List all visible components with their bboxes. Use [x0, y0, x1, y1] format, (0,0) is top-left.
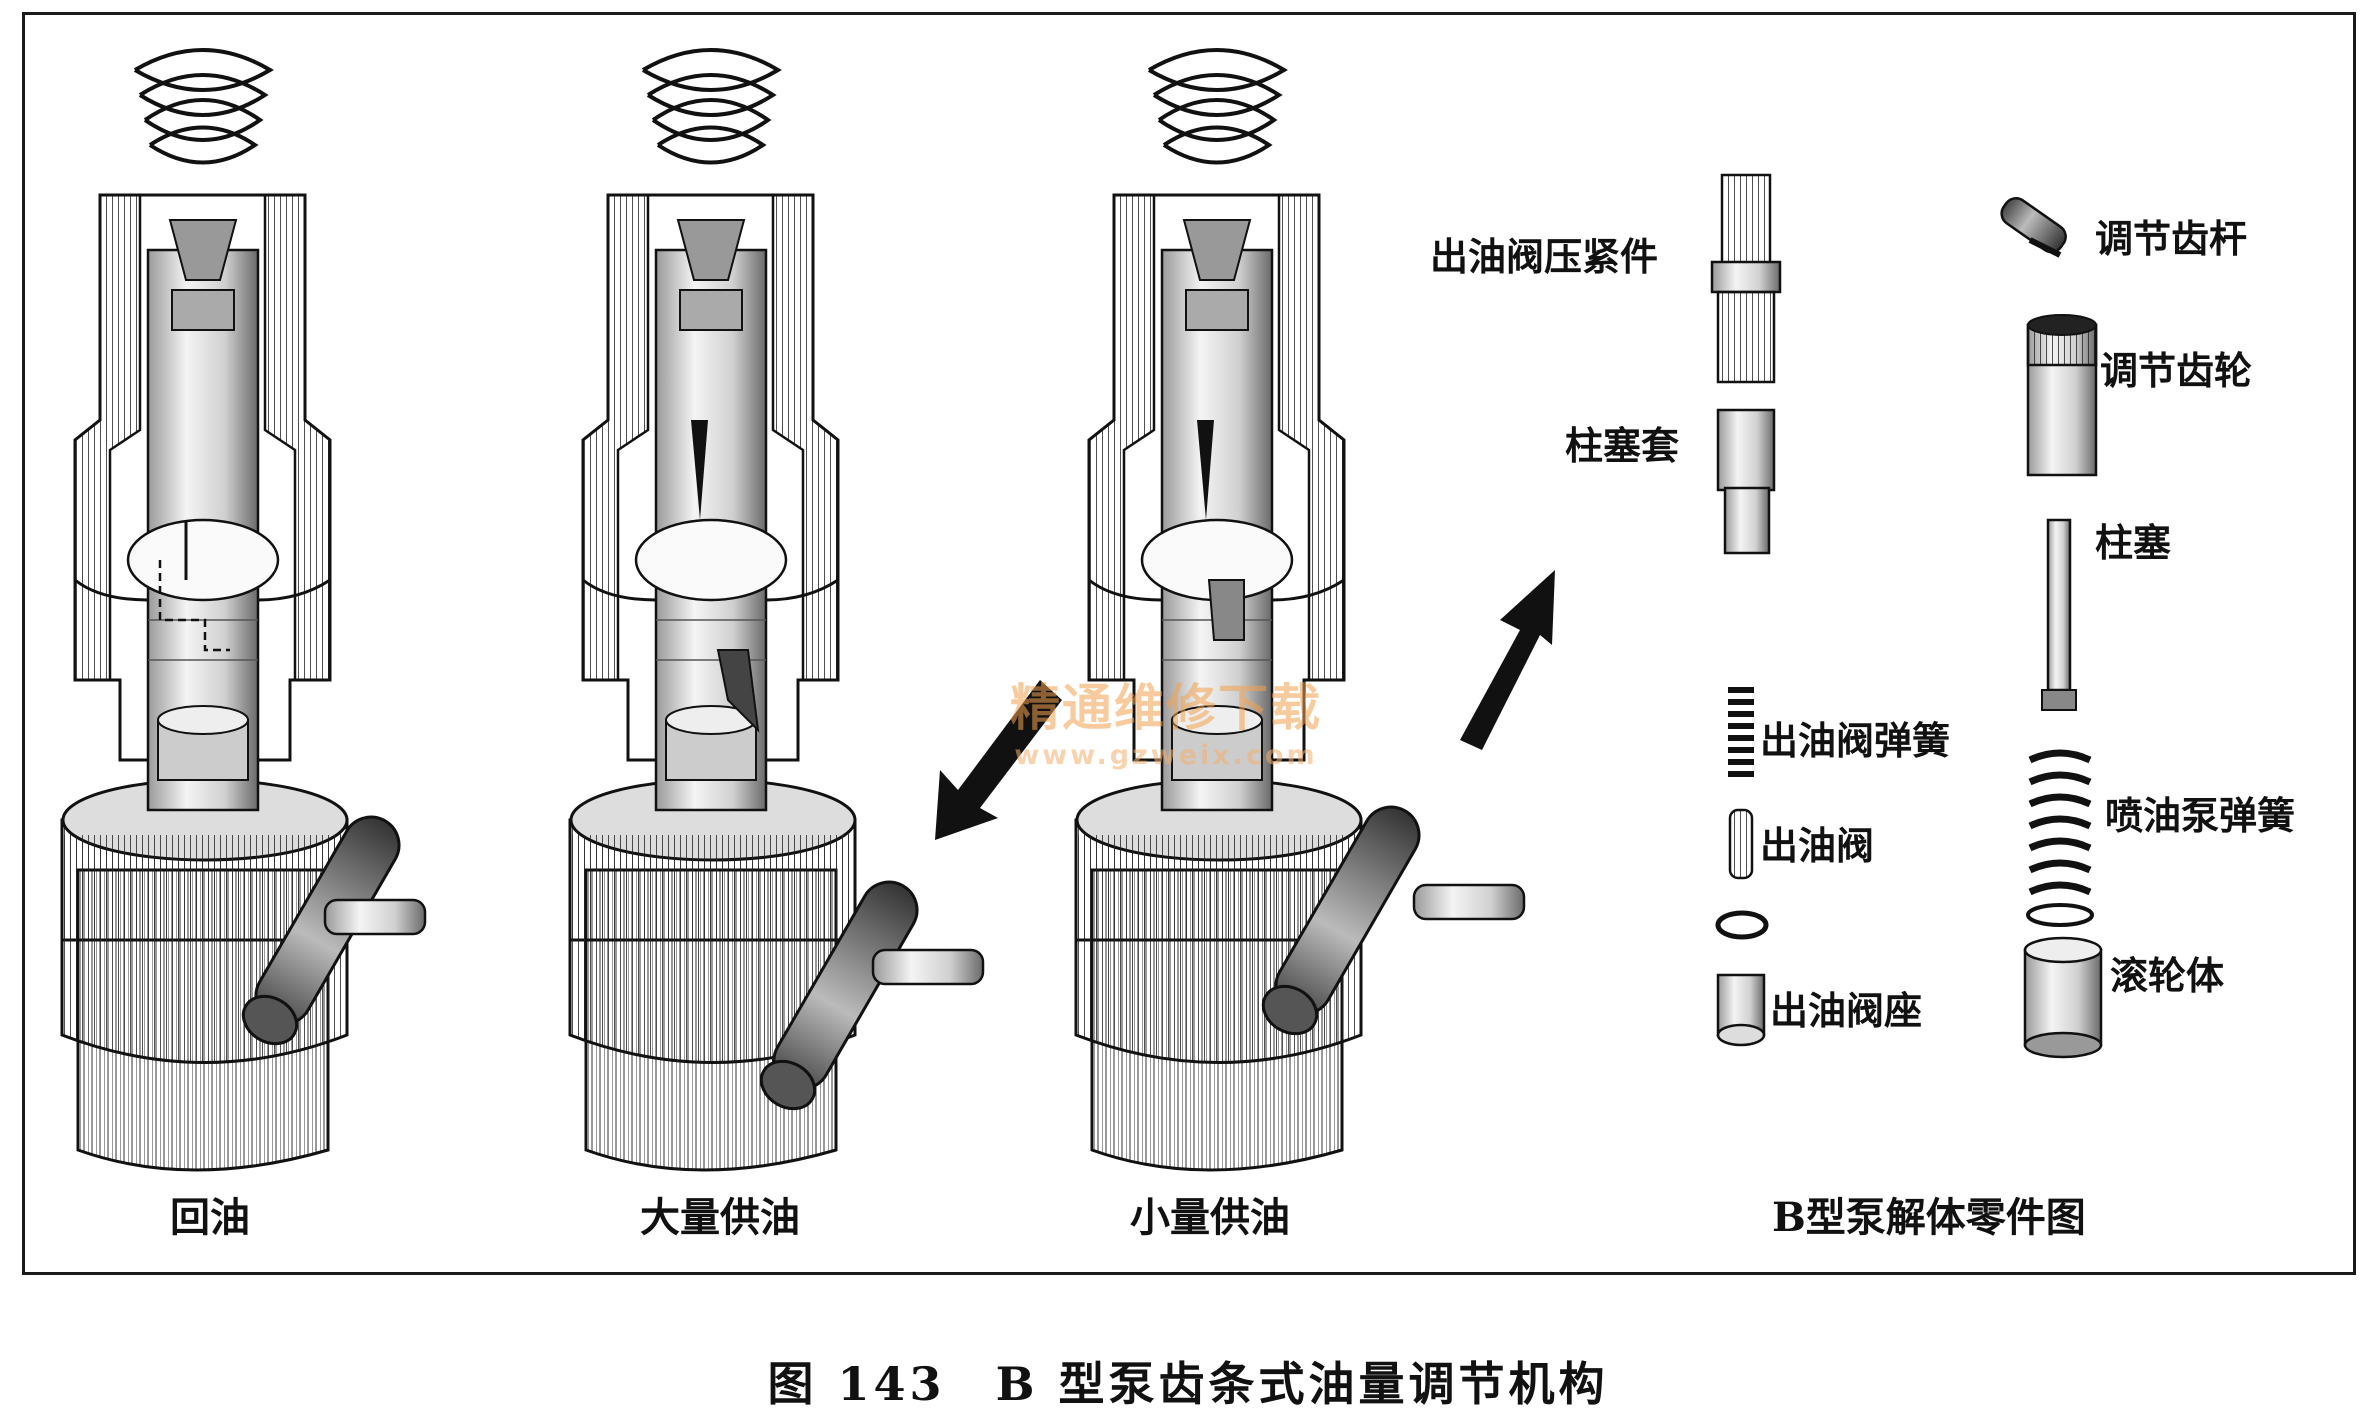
label-delivery-valve: 出油阀	[1760, 823, 1875, 868]
label-plunger-barrel: 柱塞套	[1565, 423, 1680, 468]
caption-return-oil: 回油	[170, 1194, 250, 1241]
part-delivery-valve-spring	[1728, 687, 1754, 777]
part-plunger	[2041, 518, 2077, 711]
label-control-pinion: 调节齿轮	[2100, 348, 2253, 393]
label-delivery-valve-seat: 出油阀座	[1770, 988, 1923, 1033]
label-control-rack: 调节齿杆	[2095, 216, 2248, 261]
label-delivery-valve-spring: 出油阀弹簧	[1760, 718, 1951, 763]
part-roller-tappet	[2023, 936, 2103, 1059]
part-delivery-valve-holder	[1710, 173, 1782, 384]
label-roller-tappet: 滚轮体	[2110, 953, 2225, 998]
pump-min-delivery	[1074, 48, 1526, 1172]
caption-exploded-parts: B型泵解体零件图	[1772, 1194, 2086, 1241]
label-plunger: 柱塞	[2095, 520, 2172, 565]
label-pump-spring: 喷油泵弹簧	[2105, 793, 2296, 838]
label-delivery-valve-holder: 出油阀压紧件	[1430, 234, 1659, 279]
watermark-text: 精通维修下载	[1010, 679, 1322, 737]
arrow-down-left	[935, 680, 1062, 840]
part-washer	[1715, 910, 1769, 940]
part-delivery-valve	[1728, 808, 1754, 880]
part-delivery-valve-seat	[1716, 973, 1766, 1047]
figure-frame	[22, 12, 2356, 1275]
caption-max-delivery: 大量供油	[640, 1194, 800, 1241]
part-pump-spring	[2026, 749, 2094, 927]
figure-caption: 图 143 B 型泵齿条式油量调节机构	[767, 1357, 1609, 1411]
arrow-up-right	[1460, 570, 1555, 750]
part-control-rack	[2000, 196, 2067, 258]
part-control-pinion	[2026, 314, 2098, 477]
part-plunger-barrel	[1716, 408, 1776, 555]
caption-min-delivery: 小量供油	[1130, 1194, 1290, 1241]
pump-max-delivery	[568, 48, 985, 1172]
pump-return-oil	[60, 48, 427, 1172]
watermark-url: www.gzweix.com	[1014, 740, 1318, 771]
watermark: 精通维修下载 www.gzweix.com	[1010, 668, 1322, 771]
